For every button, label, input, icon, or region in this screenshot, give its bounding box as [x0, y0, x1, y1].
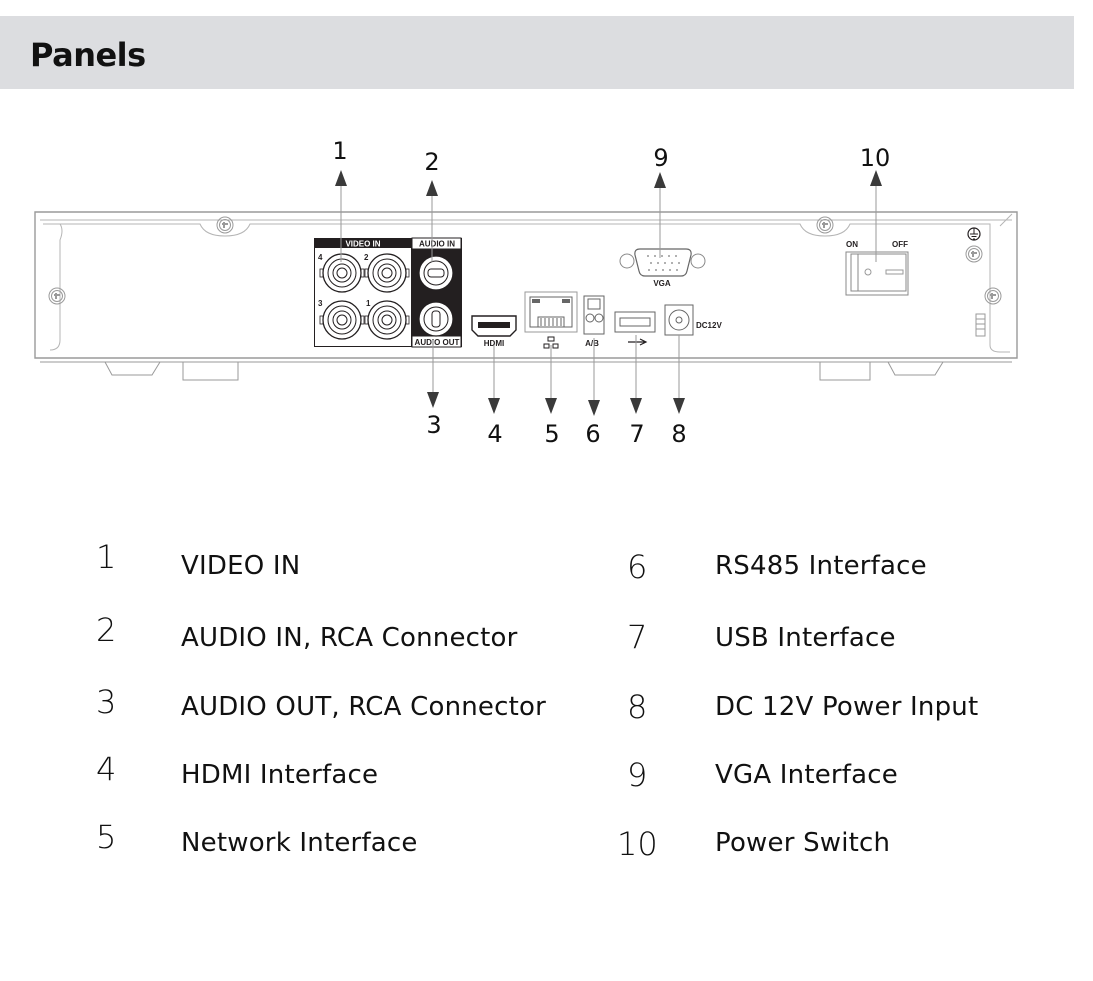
- callout-number: 9: [653, 144, 668, 172]
- vga-label: VGA: [653, 279, 671, 288]
- bnc-number: 4: [318, 253, 323, 262]
- audio-in-label: AUDIO IN: [419, 240, 455, 249]
- legend-number: 2: [96, 611, 117, 649]
- legend-number: 10: [617, 825, 658, 863]
- callout-number: 1: [332, 137, 347, 165]
- legend-number: 5: [96, 818, 117, 856]
- callout-number: 2: [424, 148, 439, 176]
- legend-label: VGA Interface: [715, 760, 898, 790]
- bnc-number: 3: [318, 299, 323, 308]
- usb-port-icon: [614, 311, 656, 346]
- legend-number: 3: [96, 683, 117, 721]
- vent-slots: [975, 313, 986, 337]
- callout-number: 5: [544, 420, 559, 448]
- dc-power-port-icon: DC12V: [664, 304, 722, 336]
- legend-number: 9: [627, 756, 648, 794]
- legend-label: RS485 Interface: [715, 551, 927, 581]
- hdmi-label: HDMI: [484, 339, 504, 348]
- legend-label: VIDEO IN: [181, 551, 301, 581]
- rear-panel-diagram: VIDEO IN AUDIO IN AUDIO OUT 4 2 3 1 HDMI: [34, 137, 1018, 448]
- video-in-label: VIDEO IN: [345, 240, 380, 249]
- callout-number: 8: [671, 420, 686, 448]
- leader-lines: [340, 186, 877, 407]
- dc-label: DC12V: [696, 321, 722, 330]
- rs485-label: A/B: [585, 339, 599, 348]
- chassis-outline: [34, 211, 1018, 381]
- legend-label: AUDIO OUT, RCA Connector: [181, 692, 547, 722]
- callout-number: 10: [860, 144, 891, 172]
- callout-number: 7: [629, 420, 644, 448]
- rs485-port-icon: A/B: [583, 295, 605, 348]
- audio-out-label: AUDIO OUT: [415, 338, 460, 347]
- bnc-number: 2: [364, 253, 369, 262]
- legend-number: 6: [627, 548, 648, 586]
- page-title: Panels: [30, 36, 146, 74]
- legend-number: 4: [96, 750, 117, 788]
- legend-label: Power Switch: [715, 828, 891, 858]
- legend-label: USB Interface: [715, 623, 896, 653]
- callout-number: 6: [585, 420, 600, 448]
- rca-connector-icon: [418, 255, 454, 337]
- vga-port-icon: VGA: [619, 248, 706, 288]
- bnc-number: 1: [366, 299, 371, 308]
- legend-number: 8: [627, 688, 648, 726]
- legend-label: Network Interface: [181, 828, 418, 858]
- legend-label: HDMI Interface: [181, 760, 379, 790]
- legend-number: 7: [627, 618, 648, 656]
- callout-number: 3: [426, 411, 441, 439]
- network-port-icon: [524, 291, 578, 349]
- legend-label: DC 12V Power Input: [715, 692, 979, 722]
- ground-icon: [967, 227, 981, 241]
- video-audio-block: VIDEO IN AUDIO IN AUDIO OUT 4 2 3 1: [314, 237, 462, 348]
- section-header-band: [0, 16, 1074, 89]
- legend-number: 1: [96, 538, 117, 576]
- on-label: ON: [846, 240, 858, 249]
- power-switch-icon: ON OFF: [845, 240, 909, 296]
- off-label: OFF: [892, 240, 908, 249]
- arrow-icon: [335, 170, 882, 416]
- hdmi-port-icon: HDMI: [471, 315, 517, 348]
- callout-number: 4: [487, 420, 502, 448]
- legend-label: AUDIO IN, RCA Connector: [181, 623, 518, 653]
